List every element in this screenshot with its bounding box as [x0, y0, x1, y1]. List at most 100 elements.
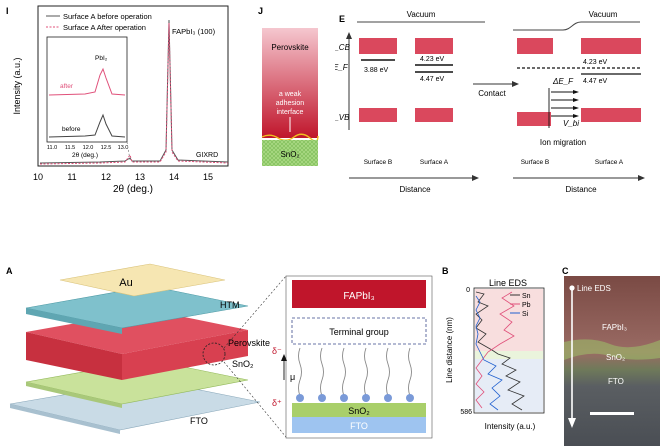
- panel-b-line-eds: B Line EDS Sn Pb Si 0 586 Line distance …: [442, 266, 545, 431]
- surface-b-left: Surface B: [364, 159, 393, 166]
- distance-arrow-right: [638, 175, 645, 181]
- surface-a-left: Surface A: [420, 159, 449, 166]
- vacuum-right-line: [513, 21, 640, 31]
- panel-a-label: A: [6, 266, 13, 276]
- zoom-fto: FTO: [350, 421, 368, 431]
- zoom-circle: [202, 342, 226, 366]
- legend-after: Surface A After operation: [63, 23, 146, 32]
- zoom-sno2: SnO₂: [348, 406, 370, 416]
- inset-peak: PbI₂: [95, 55, 108, 62]
- panel-b-label: B: [442, 266, 449, 276]
- zoom-fapbi3-layer: [292, 280, 426, 308]
- panel-c-sem: C Line EDS FAPbI₃ SnO₂ FTO: [562, 266, 660, 446]
- vb-right-a: [581, 108, 641, 122]
- fto-text-a: FTO: [190, 416, 208, 426]
- panel-c-label: C: [562, 266, 569, 276]
- anchor-groups: [296, 394, 414, 402]
- ef-label: E_F: [335, 63, 349, 72]
- vacuum-left: Vacuum: [407, 10, 436, 19]
- perovskite-text: Perovskite: [271, 43, 309, 52]
- zoom-fto-layer: [292, 417, 426, 433]
- fto-region: [475, 359, 543, 412]
- perovskite-top: [26, 310, 248, 354]
- left-a2-energy: 4.47 eV: [420, 76, 444, 83]
- left-b-energy: 3.88 eV: [364, 67, 388, 74]
- panel-j-label: J: [258, 6, 263, 16]
- scale-bar: [590, 412, 634, 415]
- eds-start-dot: [569, 285, 575, 291]
- y-label: Intensity (a.u.): [12, 57, 22, 114]
- ion-arrow-heads: [573, 90, 579, 118]
- sno2-band: [564, 339, 660, 360]
- cb-surface-a: [415, 38, 453, 54]
- interface-line-2: adhesion: [276, 100, 305, 107]
- gixrd-tag: GIXRD: [196, 152, 218, 159]
- x-label: 2θ (deg.): [113, 184, 153, 195]
- ecb-label: E_CB: [335, 43, 351, 52]
- right-a1-energy: 4.23 eV: [583, 59, 607, 66]
- legend-si: Si: [522, 311, 529, 318]
- perovskite-side: [122, 330, 248, 380]
- panel-b-xlabel: Intensity (a.u.): [485, 422, 536, 431]
- sno2-text-a: SnO₂: [232, 359, 254, 369]
- panel-j: J Perovskite a weak adhesion interface S…: [258, 6, 319, 166]
- x-tick: 14: [169, 172, 179, 182]
- panel-i-frame: [37, 5, 229, 167]
- contact-label: Contact: [478, 89, 506, 98]
- zoom-sno2-layer: [292, 403, 426, 417]
- interface-line-1: a weak: [279, 91, 302, 98]
- cb-surface-b: [359, 38, 397, 54]
- vbi-label: V_bi: [563, 119, 579, 128]
- x-tick: 13: [135, 172, 145, 182]
- inset-tick: 13.0: [118, 145, 129, 151]
- vb-right-b: [517, 112, 551, 126]
- x-tick: 11: [67, 172, 76, 182]
- zoom-line-bottom: [223, 361, 287, 438]
- inset-before-curve: [48, 113, 126, 138]
- terminal-group: Terminal group: [329, 327, 389, 337]
- sno2-text-c: SnO₂: [606, 353, 625, 362]
- htm-text: HTM: [220, 300, 240, 310]
- vacuum-right: Vacuum: [589, 10, 618, 19]
- vb-surface-b: [359, 108, 397, 122]
- inset-before: before: [62, 126, 81, 133]
- ligand-chains: [298, 347, 412, 397]
- cb-right-b: [517, 38, 553, 54]
- htm-side: [26, 308, 122, 334]
- fto-text-c: FTO: [608, 377, 624, 386]
- mu-label: μ: [290, 372, 295, 382]
- sno2-layer: [262, 140, 318, 166]
- sn-trace: [475, 291, 525, 411]
- evb-label: E_VB: [335, 113, 350, 122]
- panel-b-title: Line EDS: [489, 278, 527, 288]
- cb-right-a: [581, 38, 641, 54]
- legend-pb: Pb: [522, 302, 531, 309]
- surface-a-right: Surface A: [595, 159, 624, 166]
- panel-a-device-schematic: A Au HTM Perovskite SnO₂ FTO FAPbI₃ Term…: [6, 263, 433, 439]
- delta-plus: δ⁺: [272, 398, 282, 408]
- surface-b-right: Surface B: [521, 159, 550, 166]
- vb-surface-a: [415, 108, 453, 122]
- au-layer: [59, 263, 226, 297]
- ion-migration-arrows: [548, 88, 575, 128]
- panel-e-label: E: [339, 14, 345, 24]
- inset-frame: [46, 36, 128, 143]
- sno2-side: [26, 382, 122, 408]
- perovskite-front: [26, 332, 122, 380]
- legend-sn: Sn: [522, 293, 531, 300]
- distance-left: Distance: [399, 185, 431, 194]
- legend-before: Surface A before operation: [63, 12, 152, 21]
- panel-i-label: I: [6, 6, 9, 16]
- si-trace: [475, 295, 503, 411]
- inset-tick: 11.5: [65, 145, 75, 151]
- inset-tick: 12.5: [101, 145, 112, 151]
- au-text: Au: [119, 277, 132, 289]
- interface-line-3: interface: [277, 109, 304, 116]
- panel-e-band-diagram: E Vacuum Vacuum E_CB E_F E_VB 3.88 eV 4.…: [335, 10, 645, 194]
- perovskite-text-a: Perovskite: [228, 338, 270, 348]
- fapbi3-text: FAPbI₃: [602, 323, 627, 332]
- panel-b-legend: Sn Pb Si: [510, 293, 531, 318]
- pb-trace: [475, 291, 515, 409]
- inset-tick: 12.0: [83, 145, 94, 151]
- x-tick: 15: [203, 172, 213, 182]
